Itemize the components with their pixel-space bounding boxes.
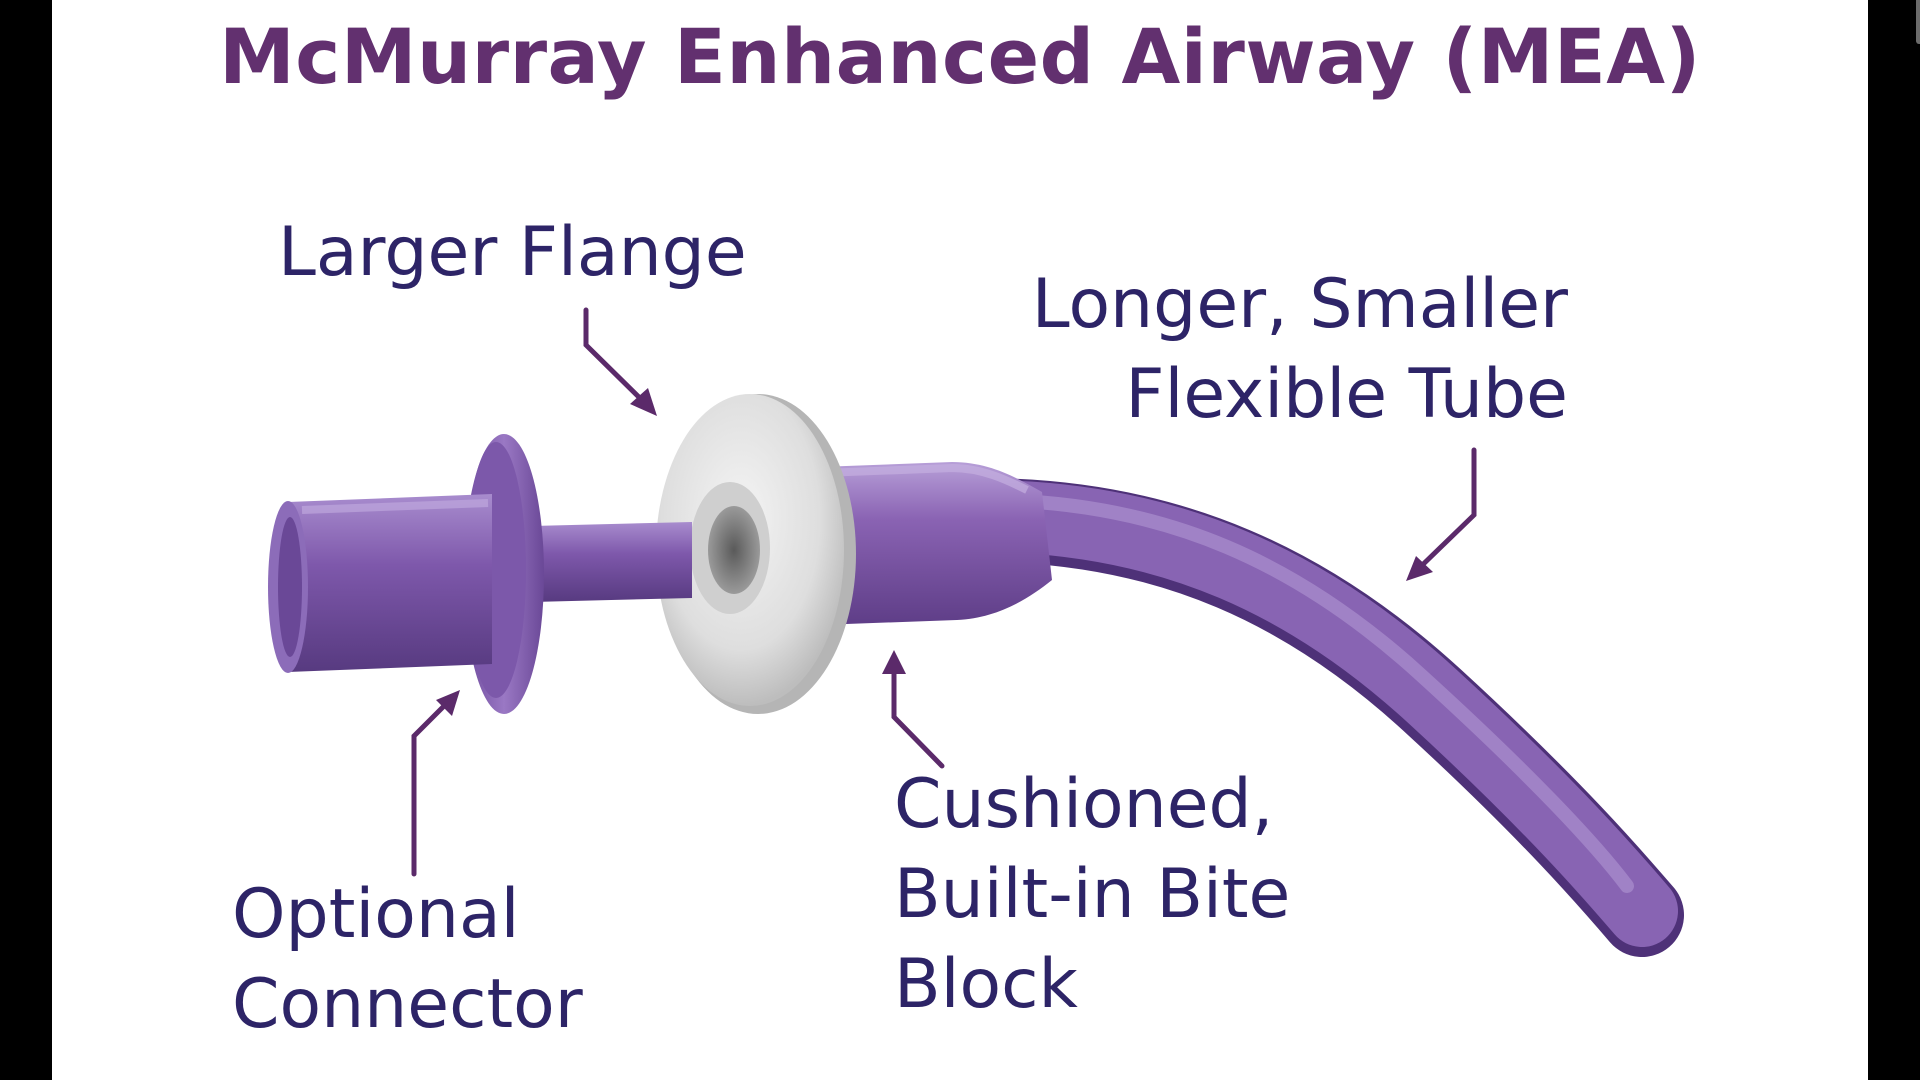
label-optional-connector: Optional Connector bbox=[232, 870, 583, 1050]
label-line: Built-in Bite bbox=[894, 855, 1291, 934]
arrow-flange-head bbox=[630, 388, 657, 416]
slide: McMurray Enhanced Airway (MEA) bbox=[52, 0, 1868, 1080]
label-line: Connector bbox=[232, 965, 583, 1044]
slide-title: McMurray Enhanced Airway (MEA) bbox=[219, 12, 1701, 101]
arrow-bite-block bbox=[891, 657, 945, 769]
arrow-flange bbox=[583, 307, 655, 413]
label-line: Flexible Tube bbox=[1125, 355, 1568, 434]
airway-illustration bbox=[268, 307, 1684, 957]
label-line: Longer, Smaller bbox=[1031, 265, 1568, 344]
scrollbar-thumb[interactable] bbox=[1916, 0, 1920, 44]
large-flange bbox=[656, 394, 856, 714]
label-larger-flange: Larger Flange bbox=[278, 208, 747, 298]
arrow-connector bbox=[411, 695, 455, 877]
arrow-tube bbox=[1409, 447, 1477, 578]
arrow-bite-block-head bbox=[882, 650, 906, 674]
label-line: Cushioned, bbox=[894, 765, 1274, 844]
arrow-connector-head bbox=[436, 690, 460, 716]
label-flexible-tube: Longer, Smaller Flexible Tube bbox=[1032, 260, 1568, 440]
label-bite-block: Cushioned, Built-in Bite Block bbox=[894, 760, 1290, 1030]
label-line: Block bbox=[894, 945, 1078, 1024]
label-line: Optional bbox=[232, 875, 520, 954]
bite-block bbox=[792, 462, 1052, 626]
label-line: Larger Flange bbox=[278, 213, 747, 292]
arrow-tube-head bbox=[1406, 556, 1433, 581]
flexible-tube bbox=[940, 478, 1684, 957]
connector-shaft bbox=[532, 522, 692, 602]
optional-connector bbox=[268, 494, 492, 673]
